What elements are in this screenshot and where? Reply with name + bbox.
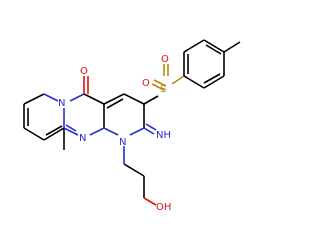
- bonds: [23, 39, 241, 206]
- atom-label-o: O: [142, 78, 150, 89]
- bond: [43, 93, 59, 102]
- bond: [203, 75, 225, 89]
- bond: [153, 79, 167, 87]
- atom-label-o: O: [161, 54, 169, 65]
- bond: [143, 197, 157, 206]
- bond: [43, 127, 65, 141]
- bond: [203, 73, 221, 84]
- bond: [143, 127, 155, 135]
- bond: [63, 127, 79, 136]
- bond: [151, 83, 165, 91]
- bond: [23, 127, 45, 141]
- atom-labels: N N N O S O O NH OH: [58, 54, 171, 213]
- bond: [83, 93, 105, 105]
- bond: [223, 41, 241, 53]
- bond: [69, 93, 85, 102]
- bond: [183, 75, 205, 89]
- bond: [171, 75, 185, 85]
- bond: [106, 98, 124, 109]
- bond: [143, 95, 159, 105]
- bond: [129, 127, 145, 136]
- atom-label-n: N: [58, 98, 65, 109]
- bond: [89, 127, 105, 136]
- bond: [65, 124, 77, 132]
- bond: [205, 44, 222, 55]
- bond: [123, 163, 145, 177]
- atom-label-nh: NH: [156, 130, 171, 141]
- bond: [145, 123, 157, 131]
- molecule-structure-diagram: N N N O S O O NH OH: [23, 39, 241, 213]
- bond: [203, 39, 225, 53]
- bond: [23, 93, 45, 105]
- bond: [123, 93, 145, 105]
- bond: [103, 127, 119, 136]
- atom-label-n: N: [119, 137, 126, 148]
- atom-label-s: S: [160, 84, 166, 95]
- atom-label-o: O: [80, 66, 88, 77]
- bond: [45, 125, 63, 136]
- bond: [183, 39, 205, 53]
- bond: [103, 93, 125, 105]
- atom-label-oh: OH: [156, 202, 171, 213]
- atom-label-n: N: [79, 133, 86, 144]
